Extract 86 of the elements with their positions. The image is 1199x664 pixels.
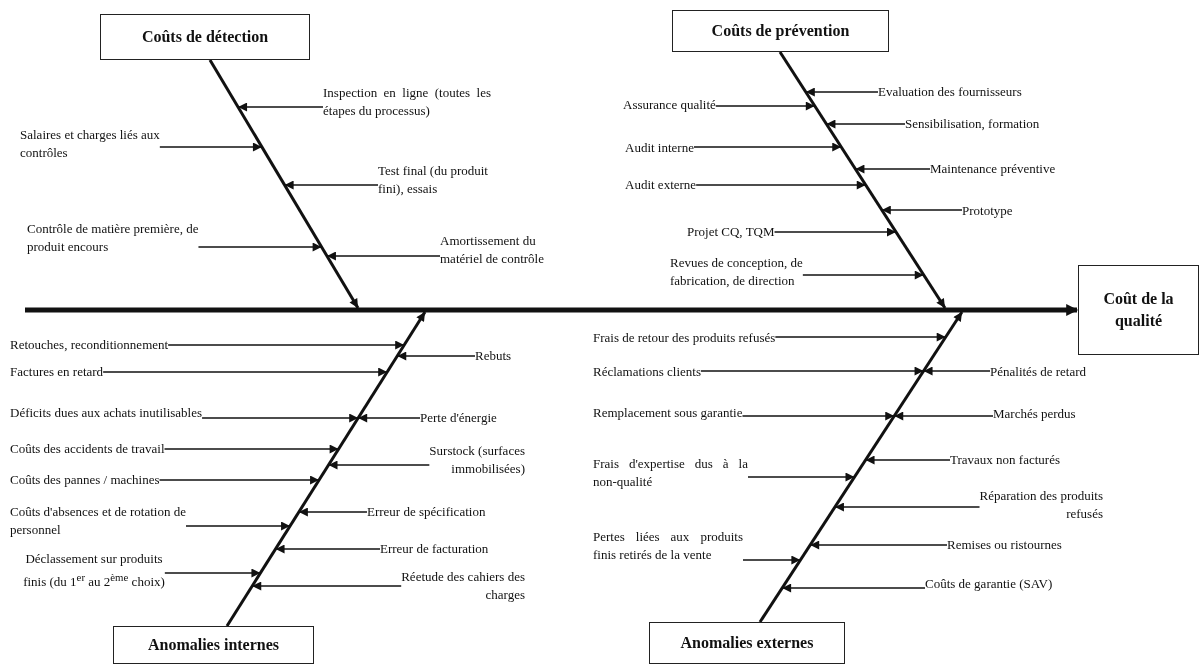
cause-label: Marchés perdus — [993, 405, 1076, 423]
arrow — [167, 340, 405, 350]
cause-label: Erreur de facturation — [380, 540, 489, 558]
bone-arrow — [778, 51, 947, 309]
cause-label: Déficits dues aux achats inutilisables — [10, 404, 203, 422]
bone-arrow — [225, 311, 427, 627]
arrow — [237, 102, 324, 112]
arrow — [357, 413, 421, 423]
cause-label: Projet CQ, TQM — [687, 223, 775, 241]
arrow — [298, 507, 368, 517]
cause-label: Test final (du produit fini), essais — [378, 162, 508, 198]
arrow — [695, 180, 867, 190]
cause-label: Sensibilisation, formation — [905, 115, 1040, 133]
cause-label: Pertes liées aux produits finis retirés de la vente — [593, 528, 743, 564]
arrow — [825, 119, 906, 129]
cause-label: Réparation des produits refusés — [958, 487, 1103, 523]
arrow — [781, 583, 926, 593]
arrow — [197, 242, 323, 252]
cause-label: Audit interne — [625, 139, 694, 157]
arrow — [159, 142, 263, 152]
arrow — [809, 540, 948, 550]
arrow — [693, 142, 842, 152]
cause-label: Pénalités de retard — [990, 363, 1086, 381]
arrow — [922, 366, 991, 376]
cause-label: Revues de conception, de fabrication, de direction — [670, 254, 860, 290]
bone-arrow — [758, 311, 964, 623]
cause-label: Remplacement sous garantie — [593, 404, 743, 422]
arrow — [854, 164, 931, 174]
cause-label: Frais de retour des produits refusés — [593, 329, 776, 347]
cause-label: Assurance qualité — [623, 96, 716, 114]
arrow — [802, 270, 925, 280]
cause-label: Coûts des accidents de travail — [10, 440, 165, 458]
cause-label: Audit externe — [625, 176, 697, 194]
arrow — [805, 87, 879, 97]
arrow — [774, 332, 947, 342]
arrow — [881, 205, 963, 215]
arrow — [102, 367, 388, 377]
arrow — [773, 227, 897, 237]
cause-label: Factures en retard — [10, 363, 104, 381]
cause-label: Réclamations clients — [593, 363, 701, 381]
cause-label: Réetude des cahiers des charges — [400, 568, 525, 604]
effect-box: Coût de la qualité — [1078, 265, 1199, 355]
cause-label: Travaux non facturés — [950, 451, 1060, 469]
cause-label: Amortissement du matériel de contrôle — [440, 232, 560, 268]
arrow — [864, 455, 951, 465]
bone-arrow — [208, 59, 360, 309]
arrow — [715, 101, 816, 111]
cause-label: Erreur de spécification — [367, 503, 486, 521]
cause-label: Evaluation des fournisseurs — [878, 83, 1022, 101]
arrow — [700, 366, 925, 376]
cause-label: Contrôle de matière première, de produit encours — [27, 220, 227, 256]
cause-label: Déclassement sur produits finis (du 1$^{er}$ au 2$^{ème}$ choix) — [14, 550, 174, 592]
arrow — [741, 411, 895, 421]
arrow — [396, 351, 476, 361]
category-box: Anomalies internes — [113, 626, 314, 664]
cause-label: Coûts des pannes / machines — [10, 471, 160, 489]
category-box: Coûts de prévention — [672, 10, 889, 52]
cause-label: Surstock (surfaces immobilisées) — [410, 442, 525, 478]
category-box: Anomalies externes — [649, 622, 845, 664]
arrow — [834, 502, 981, 512]
cause-label: Retouches, reconditionnement — [10, 336, 169, 354]
arrow — [327, 460, 430, 470]
arrow — [251, 581, 402, 591]
cause-label: Frais d'expertise dus à la non-qualité — [593, 455, 748, 491]
cause-label: Coûts de garantie (SAV) — [925, 575, 1053, 593]
arrow — [274, 544, 381, 554]
arrow — [185, 521, 291, 531]
cause-label: Maintenance préventive — [930, 160, 1056, 178]
cause-label: Perte d'énergie — [420, 409, 497, 427]
arrow — [164, 568, 262, 578]
arrow — [893, 411, 994, 421]
cause-label: Prototype — [962, 202, 1013, 220]
cause-label: Salaires et charges liés aux contrôles — [20, 126, 170, 162]
cause-label: Remises ou ristournes — [947, 536, 1062, 554]
arrow — [158, 475, 320, 485]
spine-arrow — [25, 304, 1079, 316]
cause-label: Coûts d'absences et de rotation de personnel — [10, 503, 225, 539]
cause-label: Rebuts — [475, 347, 512, 365]
arrow — [742, 555, 802, 565]
arrow — [163, 444, 340, 454]
arrow — [326, 251, 441, 261]
cause-label: Inspection en ligne (toutes les étapes du processus) — [323, 84, 491, 120]
arrow — [201, 413, 359, 423]
arrow — [283, 180, 379, 190]
arrow — [747, 472, 856, 482]
category-box: Coûts de détection — [100, 14, 310, 60]
